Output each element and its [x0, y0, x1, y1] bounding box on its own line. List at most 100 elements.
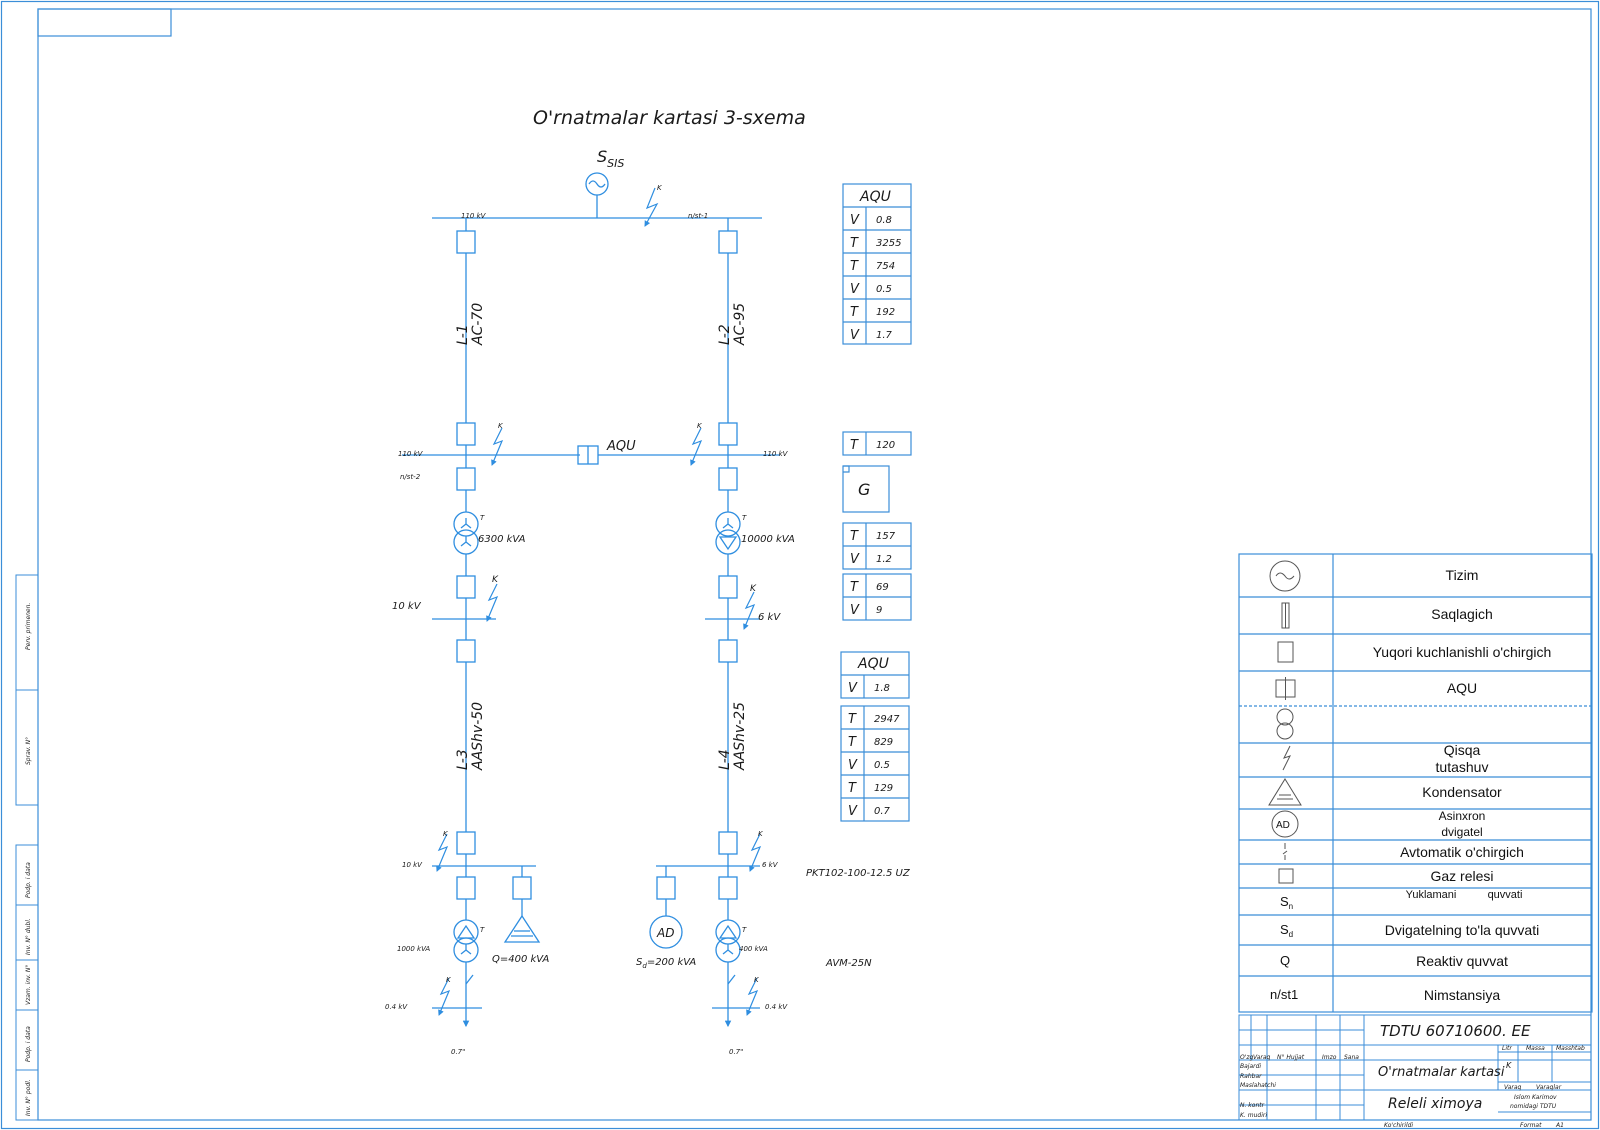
bus-10kv-label: 10 kV	[392, 601, 422, 612]
bus-6kv-label: 6 kV	[758, 612, 781, 623]
legend-capacitor-icon	[1268, 778, 1302, 806]
legend-text-capacitor: Kondensator	[1422, 784, 1502, 800]
table4-row2-type: V	[850, 603, 860, 618]
short-circuit-k2-icon	[491, 427, 504, 466]
tb-format-label: Format	[1520, 1122, 1542, 1129]
settings-table-6	[840, 705, 910, 822]
bus-110kv-right-label: 110 kV	[763, 450, 789, 458]
transformer-t3-icon	[453, 919, 479, 945]
table6-row1-value: 2947	[874, 714, 900, 725]
legend-short-circuit-icon	[1282, 745, 1291, 771]
tb-role-rahbar: Rahbar	[1240, 1073, 1262, 1080]
legend-text-motor-1: Asinxron	[1439, 809, 1486, 823]
legend-text-gas-relay: Gaz relesi	[1430, 868, 1493, 884]
settings-table-1	[842, 183, 912, 345]
bus-110kv-left-label: 110 kV	[398, 450, 424, 458]
k5-label: K	[750, 584, 757, 594]
settings-tables	[840, 183, 912, 822]
line-l4-label: L-4	[717, 749, 733, 770]
legend-text-motor-power: Dvigatelning to'la quvvati	[1385, 922, 1539, 938]
stamp-inv-dubl: Inv. N° dubl.	[25, 918, 32, 955]
breaker-capacitor	[512, 876, 532, 900]
k3-label: K	[697, 422, 703, 430]
table5-header: AQU	[857, 656, 889, 672]
short-circuit-k8-icon	[438, 977, 451, 1016]
table1-header: AQU	[859, 189, 891, 205]
bus-6kv-low-label: 6 kV	[762, 861, 779, 869]
avm-breaker-label: AVM-25N	[825, 958, 872, 969]
table5-row1-value: 1.8	[874, 683, 890, 694]
motor-ad-label: AD	[656, 926, 674, 940]
breaker-l1-top	[456, 230, 476, 254]
tb-lit-header: Litr	[1502, 1045, 1512, 1052]
legend-text-load-power: Yuklamani	[1406, 889, 1457, 901]
breaker-t2-lv	[718, 575, 738, 599]
legend-text-hv-breaker: Yuqori kuchlanishli o'chirgich	[1373, 644, 1552, 660]
legend-aqu-icon	[1275, 677, 1296, 700]
breaker-l2-bottom	[718, 422, 738, 446]
table1-row4-value: 0.5	[876, 284, 892, 295]
legend-text-substation: Nimstansiya	[1424, 987, 1500, 1003]
k2-label: K	[498, 422, 504, 430]
legend-auto-breaker-icon	[1282, 843, 1288, 860]
stamp-podp-data-2: Podp. i data	[25, 1026, 32, 1062]
tb-col-ozg: O'zg	[1240, 1054, 1254, 1061]
stamp-podp-data-1: Podp. i data	[25, 862, 32, 898]
line-l1-label: L-1	[455, 324, 471, 345]
tb-massa-header: Massa	[1526, 1045, 1545, 1052]
breaker-l4-top	[718, 639, 738, 663]
table1-row2-type: T	[850, 236, 859, 251]
legend-motor-symbol-text: AD	[1276, 820, 1290, 831]
legend-text-auto-breaker: Avtomatik o'chirgich	[1400, 844, 1524, 860]
legend-gas-relay-icon	[1278, 868, 1294, 884]
source-label: SSIS	[597, 147, 624, 170]
legend-motor-icon	[1271, 810, 1299, 838]
t3-power-label: 1000 kVA	[397, 945, 430, 953]
side-stamp-column	[15, 574, 39, 1121]
k6-label: K	[443, 830, 449, 838]
time-right-label: 0.7"	[729, 1048, 743, 1056]
short-circuit-k4-icon	[486, 583, 499, 622]
short-circuit-k9-icon	[746, 977, 759, 1016]
title-block-project-name: Releli ximoya	[1388, 1096, 1482, 1112]
tb-col-imzo: Imzo	[1322, 1054, 1337, 1061]
table1-row5-value: 192	[876, 307, 895, 318]
legend-text-load-power-right: quvvati	[1488, 889, 1523, 901]
title-block-drawing-name: O'rnatmalar kartasi	[1378, 1065, 1505, 1080]
t1-power-label: 6300 kVA	[478, 534, 526, 545]
table2-row1-value: 120	[876, 440, 895, 451]
tb-varaqlar-header: Varaqlar	[1536, 1084, 1562, 1091]
line-l3-cable-label: AAShv-50	[470, 702, 486, 771]
table4-row1-type: T	[850, 580, 859, 595]
table6-row2-type: T	[848, 735, 857, 750]
tb-col-hujjat: N° Hujjat	[1277, 1054, 1305, 1061]
table2-row1-type: T	[850, 438, 859, 453]
breaker-l3-top	[456, 639, 476, 663]
legend-text-short-circuit-1: Qisqa	[1444, 742, 1481, 758]
capacitor-icon	[503, 914, 541, 943]
table1-row4-type: V	[850, 282, 860, 297]
stamp-inv-podl: Inv. N° podl.	[25, 1079, 32, 1116]
legend-fuse-icon	[1281, 602, 1290, 629]
short-circuit-points	[436, 187, 762, 1016]
short-circuit-k1-icon	[644, 187, 659, 227]
tb-role-bajardi: Bajardi	[1240, 1063, 1261, 1070]
bus-110kv-top-label: 110 kV	[461, 212, 487, 220]
legend-text-short-circuit-2: tutashuv	[1436, 759, 1489, 775]
tb-role-maslahatchi: Maslahatchi	[1240, 1082, 1276, 1089]
short-circuit-k5-icon	[743, 591, 756, 630]
bus-04kv-right-label: 0.4 kV	[765, 1003, 788, 1011]
k8-label: K	[446, 976, 452, 984]
tb-varaq-header: Varaq	[1504, 1084, 1522, 1091]
breaker-l1-bottom	[456, 422, 476, 446]
table1-row3-type: T	[850, 259, 859, 274]
pkt-fuse-label: PKT102-100-12.5 UZ	[806, 868, 911, 879]
t4-label: T	[742, 926, 747, 934]
table4-row1-value: 69	[876, 582, 889, 593]
legend-text-aqu: AQU	[1447, 680, 1477, 696]
table6-row3-type: V	[848, 758, 858, 773]
table1-row2-value: 3255	[876, 238, 901, 249]
bus-04kv-left-label: 0.4 kV	[385, 1003, 408, 1011]
table3-row1-type: T	[850, 529, 859, 544]
